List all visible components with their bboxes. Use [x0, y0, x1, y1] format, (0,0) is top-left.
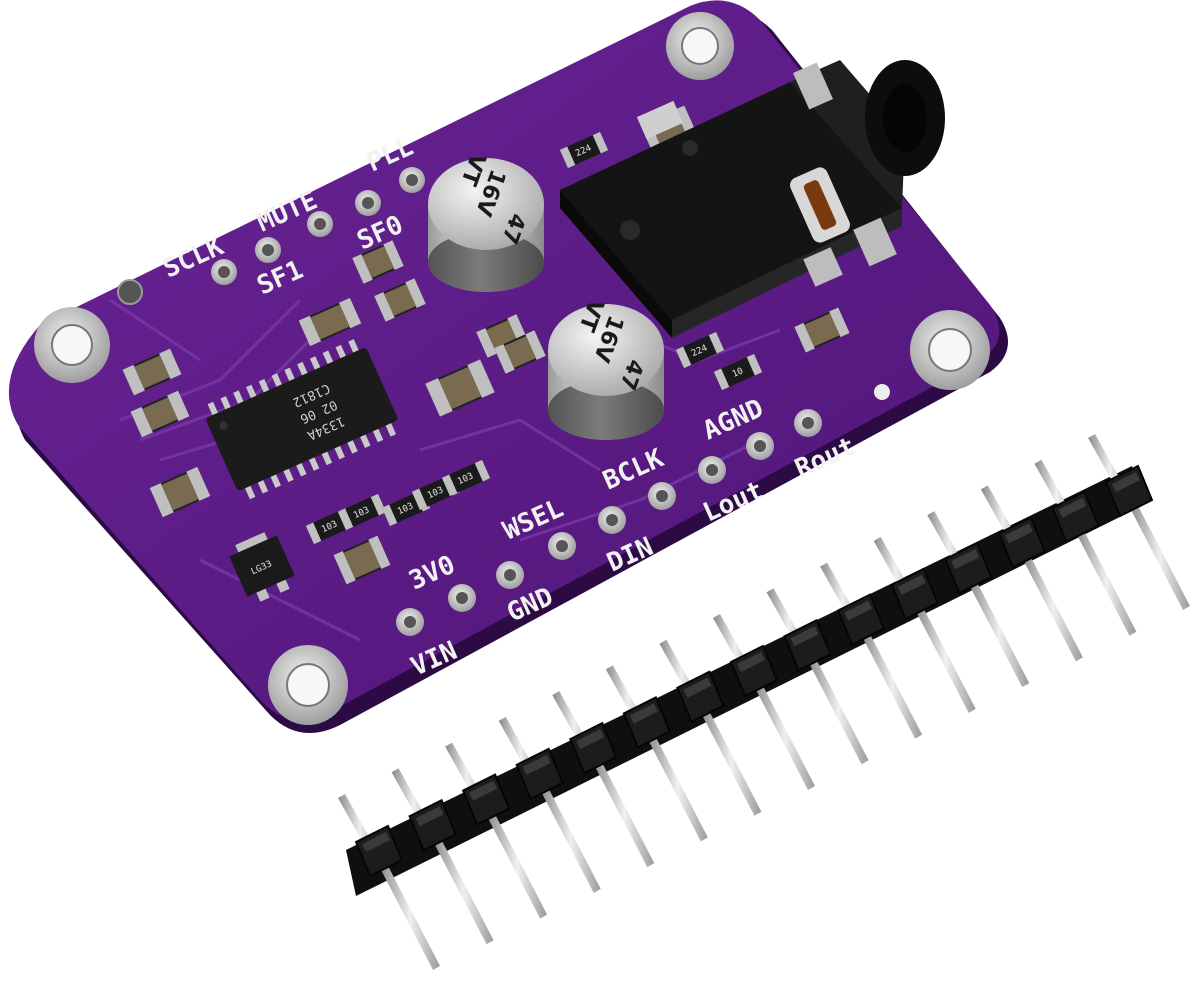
- bottom-pin-pads: [396, 409, 822, 636]
- header-pin: [445, 742, 548, 919]
- mounting-hole-top: [666, 12, 734, 80]
- header-pin: [927, 511, 1030, 688]
- via-small-right: [874, 384, 890, 400]
- dac-chip: 1334A 02 06 C1812: [206, 339, 398, 500]
- header-pin: [820, 562, 923, 739]
- mounting-hole-right: [910, 310, 990, 390]
- header-pin: [498, 716, 601, 893]
- capacitor-top: 47 16V VT: [428, 150, 544, 292]
- header-pin: [980, 485, 1083, 662]
- top-pin-pads: [211, 167, 425, 285]
- header-pin: [1034, 459, 1137, 636]
- header-pin: [873, 536, 976, 713]
- header-pin: [552, 691, 655, 868]
- smd-components: 224 224 10 103 103 103 103 103 LG33: [122, 105, 850, 602]
- mounting-hole-bottom: [268, 645, 348, 725]
- mounting-hole-left: [34, 307, 110, 383]
- header-pin: [659, 639, 762, 816]
- header-pin: [391, 768, 494, 945]
- capacitor-bottom: 47 16V VT: [548, 296, 664, 440]
- header-pin: [338, 794, 440, 970]
- via-small: [117, 279, 143, 305]
- pin-header: [338, 434, 1190, 970]
- header-pin: [766, 588, 869, 765]
- header-pin: [1088, 434, 1190, 610]
- header-pin: [605, 665, 708, 842]
- audio-jack: [560, 60, 945, 338]
- smd-code-10: 10: [731, 366, 745, 380]
- header-pin: [713, 614, 815, 790]
